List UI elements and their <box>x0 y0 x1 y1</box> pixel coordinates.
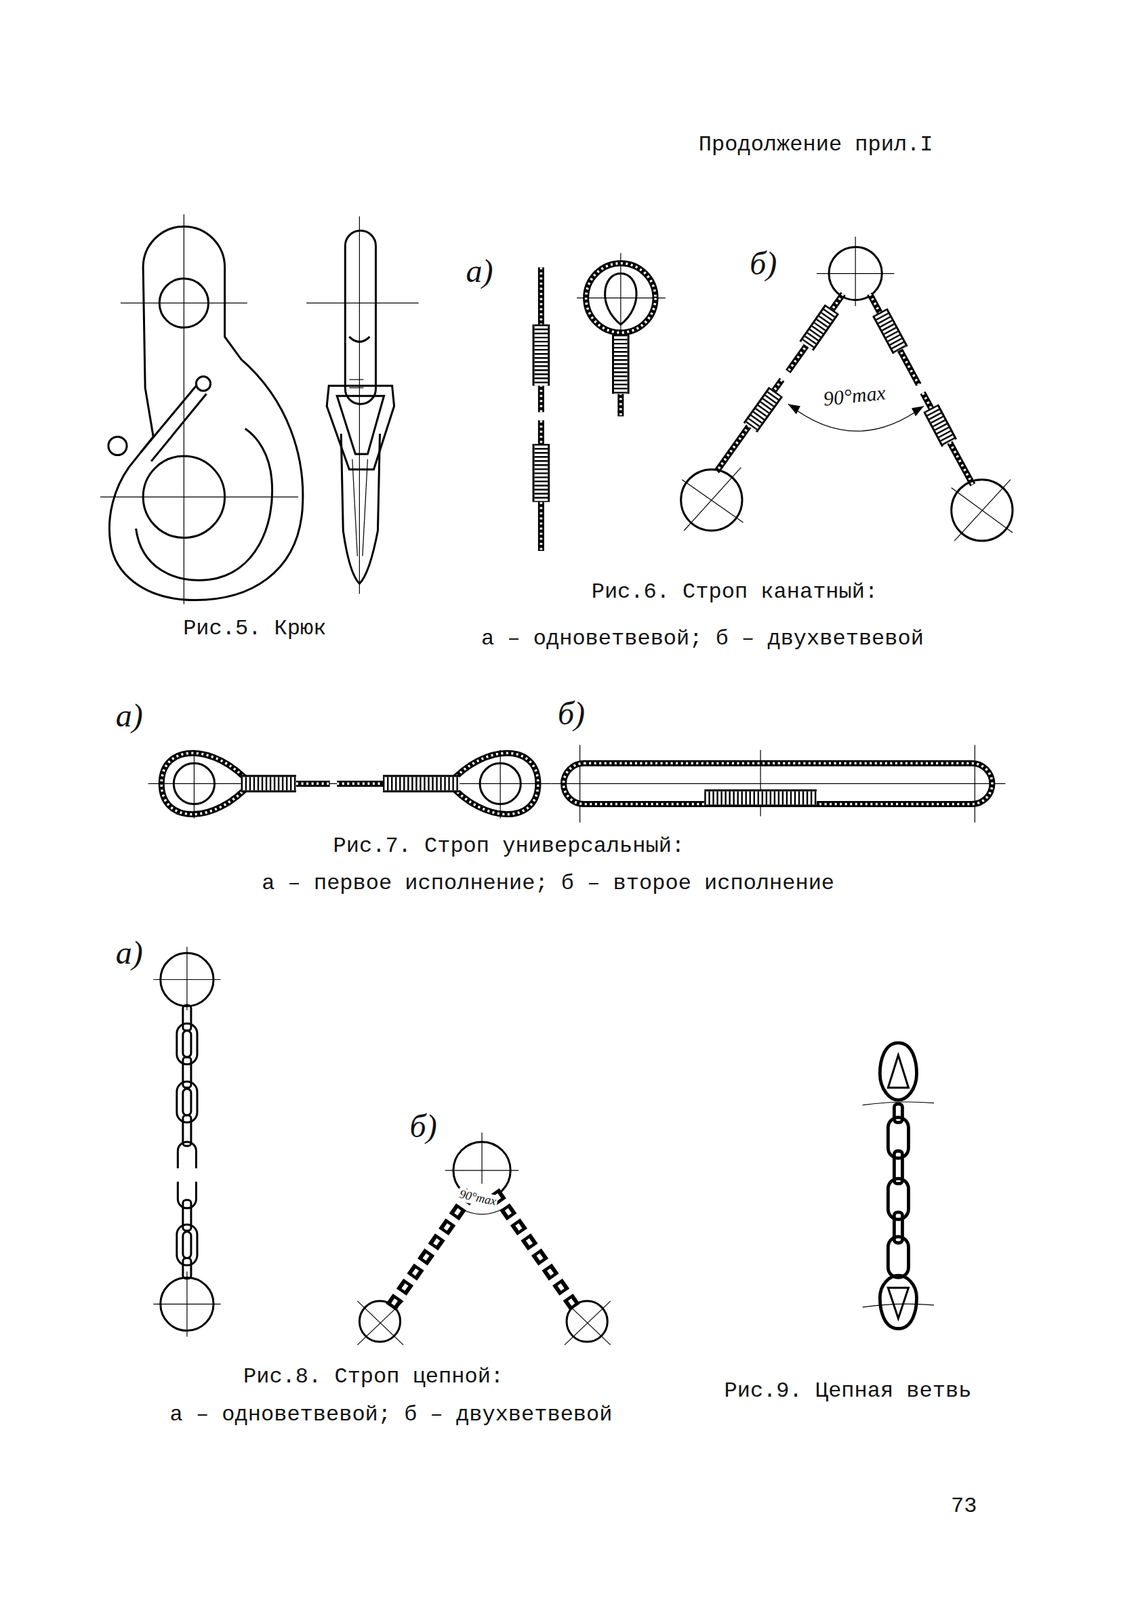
chain-sling-double-part <box>494 1192 578 1312</box>
chain-sling-single-part <box>182 1005 192 1031</box>
chain-sling-double-part <box>564 1301 611 1346</box>
hook-front-view-part <box>183 214 185 604</box>
page-number: 73 <box>949 1494 978 1519</box>
rope-sling-drawing-part <box>579 744 581 823</box>
hook-front-view-part <box>195 376 211 392</box>
chain-leg-part <box>887 1236 909 1278</box>
figure-caption: Рис.7. Строп универсальный: <box>332 834 686 859</box>
hook-front-view-part <box>151 393 207 461</box>
hook-front-view-part <box>136 428 273 581</box>
rope-sling-drawing-part <box>788 403 801 415</box>
hook-front-view-part <box>120 302 248 304</box>
chain-sling-double-part <box>388 1192 472 1312</box>
chain-sling-double-part <box>494 1192 578 1312</box>
rope-sling-drawing <box>148 236 1013 823</box>
hook-side-view-part <box>352 459 358 557</box>
hook-side-view <box>306 216 419 594</box>
rope-sling-drawing-part <box>173 763 215 804</box>
chain-sling-double-part <box>459 1208 505 1215</box>
chain-sling-double-part <box>357 1301 404 1346</box>
rope-sling-drawing-part <box>551 783 1006 785</box>
rope-sling-drawing-part <box>788 403 924 432</box>
chain-sling-single-part <box>186 946 188 1010</box>
chain-sling-double-part <box>564 1301 611 1346</box>
angle-label: 90°max <box>456 1187 499 1210</box>
chain-sling-single-part <box>182 1231 192 1258</box>
figure-caption: Рис.8. Строп цепной: <box>241 1364 505 1389</box>
rope-sling-drawing-part <box>681 479 743 523</box>
hook-front-view-part <box>109 226 303 600</box>
rope-sling-drawing-part <box>828 246 882 300</box>
chain-leg-part <box>879 1043 917 1100</box>
chain-leg-part <box>887 1287 909 1319</box>
figure-caption: а – одноветвевой; б – двухветвевой <box>168 1402 615 1427</box>
figure-letter: б) <box>748 246 779 282</box>
hook-front-view-part <box>100 496 299 498</box>
chain-sling-double-part <box>357 1301 404 1346</box>
hook-side-view-part <box>349 379 364 381</box>
hook-side-view-part <box>340 433 380 584</box>
hook-front-view <box>100 214 303 604</box>
rope-sling-drawing-part <box>479 763 521 804</box>
hook-front-view-part <box>143 456 225 538</box>
hook-front-view-part <box>140 385 196 453</box>
page-header: Продолжение прил.I <box>697 132 935 157</box>
chain-sling-double-part <box>481 1132 482 1184</box>
chain-leg-part <box>879 1275 917 1329</box>
rope-sling-drawing-part <box>193 750 195 819</box>
figure-letter: а) <box>464 253 495 290</box>
rope-sling-drawing-part <box>951 487 1013 533</box>
hook-side-view-part <box>362 459 369 557</box>
rope-sling-drawing-part <box>241 309 950 798</box>
chain-sling-single-part <box>182 1200 192 1231</box>
chain-leg <box>862 1043 934 1330</box>
chain-sling-single-part <box>177 1181 196 1209</box>
hook-front-view-part <box>108 436 127 455</box>
rope-sling-drawing-part <box>576 297 666 299</box>
chain-sling-double <box>357 1132 610 1345</box>
chain-leg-part <box>887 1055 909 1088</box>
figure-letter: а) <box>114 698 145 735</box>
figure-letter: б) <box>556 696 587 732</box>
chain-leg-part <box>862 1303 934 1308</box>
chain-sling-single-part <box>186 1271 188 1337</box>
chain-leg-part <box>893 1104 903 1123</box>
figure-caption: Рис.5. Крюк <box>181 616 328 641</box>
hook-side-view-part <box>349 336 370 343</box>
chain-sling-single-part <box>182 1258 192 1279</box>
chain-sling-single <box>153 946 221 1337</box>
rope-sling-drawing-part <box>951 479 1013 541</box>
hook-side-view-part <box>359 216 360 594</box>
rope-sling-drawing-part <box>241 309 950 798</box>
rope-sling-drawing-part <box>683 467 741 531</box>
figure-caption: а – одноветвевой; б – двухветвевой <box>479 626 926 651</box>
hook-side-view-part <box>306 302 419 304</box>
rope-sling-drawing-part <box>911 405 924 417</box>
rope-sling-drawing-part <box>605 273 637 325</box>
rope-sling-drawing-part <box>974 744 976 823</box>
chain-sling-single-part <box>182 1057 192 1088</box>
chain-sling-single-part <box>177 1142 196 1169</box>
figure-letter: б) <box>408 1108 439 1145</box>
hook-side-view-part <box>349 387 364 389</box>
rope-sling-drawing-part <box>241 309 950 798</box>
hook-side-view-part <box>336 395 384 455</box>
rope-sling-drawing-part <box>500 750 501 819</box>
figure-caption: Рис.6. Строп канатный: <box>590 580 880 604</box>
rope-sling-drawing-part <box>161 262 993 814</box>
angle-label: 90°max <box>820 380 888 411</box>
chain-sling-double-part <box>388 1192 472 1312</box>
hook-front-view-part <box>159 278 209 328</box>
figure-letter: а) <box>114 935 145 972</box>
hook-side-view-part <box>326 385 394 470</box>
chain-sling-single-part <box>182 1089 192 1116</box>
chain-sling-single-part <box>182 1030 192 1058</box>
hook-side-view-part <box>344 230 376 404</box>
figure-caption: Рис.9. Цепная ветвь <box>723 1379 974 1403</box>
figure-caption: а – первое исполнение; б – второе исполн… <box>260 871 836 896</box>
rope-sling-drawing-part <box>161 262 993 814</box>
